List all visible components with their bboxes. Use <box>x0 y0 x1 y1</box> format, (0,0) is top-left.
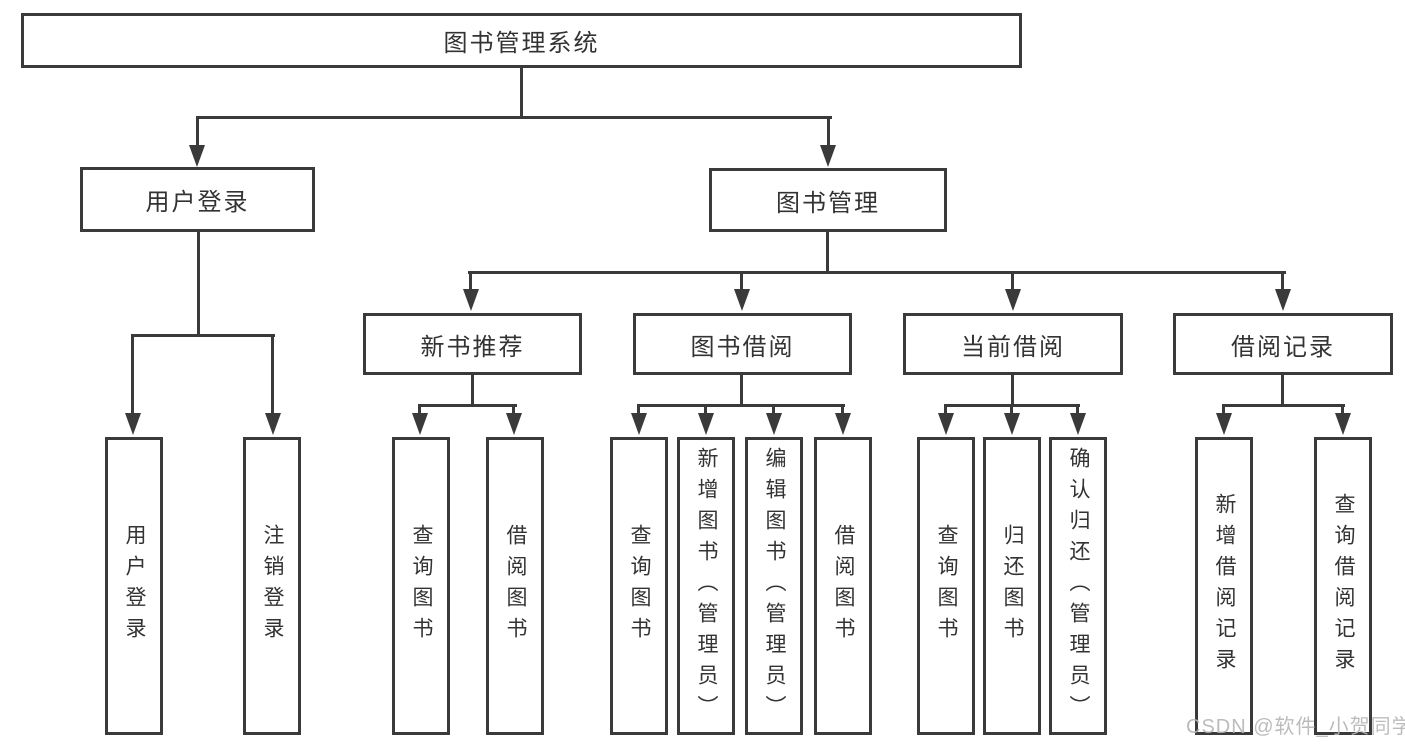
connector-nb-borrow-drop <box>512 404 515 416</box>
node-bb-query-books: 查询图书 <box>610 437 668 735</box>
connector-bb-add-drop <box>704 404 707 416</box>
connector-book-borrow-branch <box>637 404 845 407</box>
connector-level3-branch <box>468 271 1286 274</box>
connector-br-add-drop <box>1222 404 1225 416</box>
connector-book-borrow-drop <box>740 271 743 293</box>
connector-cb-confirm-drop <box>1076 404 1079 416</box>
node-bb-edit-books-admin: 编辑图书（管理员） <box>745 437 803 735</box>
connector-root-stem <box>520 66 523 119</box>
connector-bb-borrow-drop <box>841 404 844 416</box>
connector-borrow-records-drop <box>1281 271 1284 293</box>
csdn-watermark: CSDN @软件_小贺同学 <box>1186 716 1405 738</box>
connector-user-login-stem <box>197 230 200 337</box>
node-cb-confirm-return-admin: 确认归还（管理员） <box>1049 437 1107 735</box>
connector-new-books-stem <box>471 373 474 407</box>
connector-current-borrow-stem <box>1011 373 1014 407</box>
node-nb-query-books: 查询图书 <box>392 437 450 735</box>
connector-bb-query-drop <box>637 404 640 416</box>
connector-new-books-branch <box>418 404 517 407</box>
node-library-management-system: 图书管理系统 <box>21 13 1022 68</box>
connector-logout-action-drop <box>271 334 274 416</box>
connector-current-borrow-drop <box>1011 271 1014 293</box>
arrow-to-logout-action <box>265 413 281 435</box>
connector-user-login-drop <box>196 116 199 148</box>
node-user-login-action: 用户登录 <box>105 437 163 735</box>
arrow-to-bb-edit <box>766 413 782 435</box>
node-new-book-recommendation: 新书推荐 <box>363 313 582 375</box>
arrow-to-book-borrow <box>734 289 750 311</box>
arrow-to-bb-borrow <box>835 413 851 435</box>
arrow-to-borrow-records <box>1275 289 1291 311</box>
arrow-to-cb-return <box>1004 413 1020 435</box>
node-current-borrowing: 当前借阅 <box>903 313 1123 375</box>
node-logout-action: 注销登录 <box>243 437 301 735</box>
arrow-to-br-query <box>1335 413 1351 435</box>
node-bb-add-books-admin: 新增图书（管理员） <box>677 437 735 735</box>
node-user-login: 用户登录 <box>80 167 315 232</box>
arrow-to-user-login <box>189 145 205 167</box>
connector-book-borrow-stem <box>740 373 743 407</box>
arrow-to-new-books <box>463 289 479 311</box>
node-bb-borrow-books: 借阅图书 <box>814 437 872 735</box>
arrow-to-cb-query <box>938 413 954 435</box>
node-br-query-record: 查询借阅记录 <box>1314 437 1372 735</box>
arrow-to-nb-query <box>412 413 428 435</box>
node-nb-borrow-books: 借阅图书 <box>486 437 544 735</box>
connector-borrow-records-branch <box>1222 404 1345 407</box>
connector-br-query-drop <box>1341 404 1344 416</box>
node-cb-query-books: 查询图书 <box>917 437 975 735</box>
connector-book-mgmt-drop <box>827 116 830 148</box>
connector-nb-query-drop <box>418 404 421 416</box>
arrow-to-nb-borrow <box>506 413 522 435</box>
arrow-to-login-action <box>125 413 141 435</box>
node-br-add-record: 新增借阅记录 <box>1195 437 1253 735</box>
arrow-to-current-borrow <box>1005 289 1021 311</box>
node-book-borrowing: 图书借阅 <box>633 313 852 375</box>
node-book-management: 图书管理 <box>709 168 947 232</box>
arrow-to-br-add <box>1216 413 1232 435</box>
connector-book-mgmt-stem <box>826 230 829 274</box>
connector-borrow-records-stem <box>1281 373 1284 407</box>
node-cb-return-books: 归还图书 <box>983 437 1041 735</box>
arrow-to-bb-query <box>631 413 647 435</box>
arrow-to-cb-confirm <box>1070 413 1086 435</box>
connector-cb-query-drop <box>944 404 947 416</box>
connector-new-books-drop <box>469 271 472 293</box>
connector-user-login-branch <box>131 334 275 337</box>
connector-cb-return-drop <box>1010 404 1013 416</box>
node-borrowing-records: 借阅记录 <box>1173 313 1393 375</box>
connector-bb-edit-drop <box>772 404 775 416</box>
connector-level2-branch <box>196 116 832 119</box>
arrow-to-bb-add <box>698 413 714 435</box>
arrow-to-book-management <box>820 145 836 167</box>
connector-login-action-drop <box>131 334 134 416</box>
